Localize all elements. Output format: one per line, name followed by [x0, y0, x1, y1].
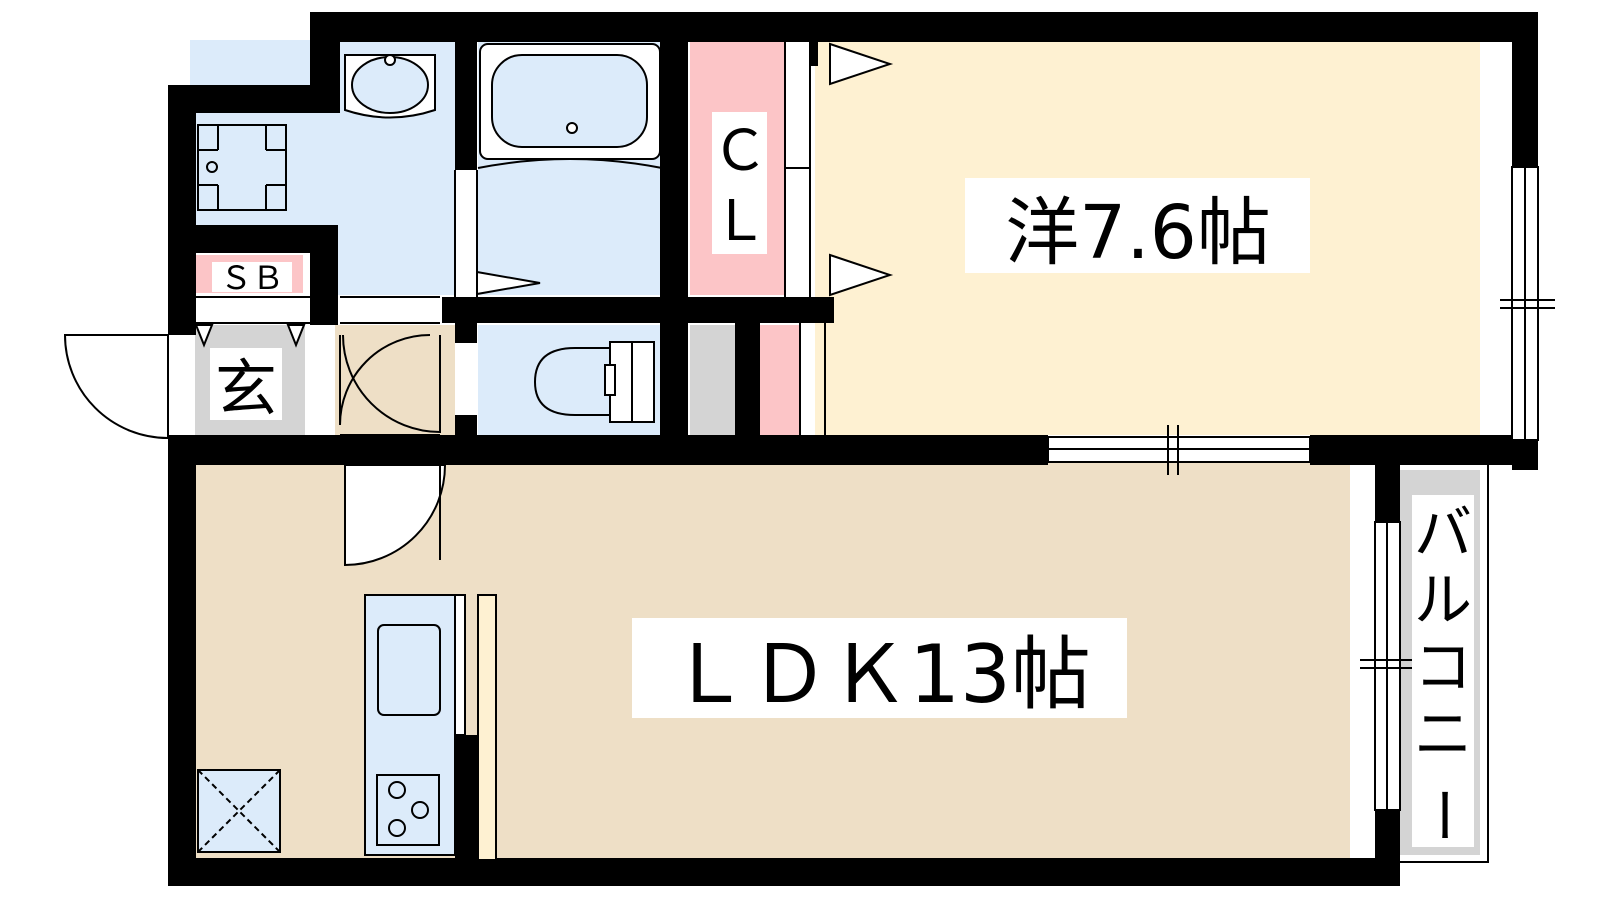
door-shoe-box	[194, 324, 306, 348]
door-entrance	[63, 334, 169, 440]
label-shoe-box: ＳＢ	[220, 259, 284, 297]
toilet-fixture	[533, 341, 655, 423]
washbasin-fixture	[344, 54, 436, 119]
bathtub-fixture	[477, 43, 663, 169]
window-western-bottom	[1047, 425, 1311, 475]
label-balcony: バ ル コ ニ ー	[1409, 499, 1477, 844]
kitchen-counter-fixture	[364, 594, 497, 861]
door-hall	[339, 334, 441, 434]
label-balcony-char: ニ	[1414, 700, 1472, 768]
refrigerator-space	[197, 769, 281, 853]
door-ldk	[344, 464, 447, 567]
door-bath-folding	[476, 270, 541, 296]
pipe-space-floor	[690, 325, 735, 440]
closet-small-floor	[760, 325, 800, 440]
window-western-right	[1500, 166, 1555, 441]
label-balcony-char: ー	[1409, 786, 1477, 844]
walls	[168, 12, 1538, 886]
label-entrance: 玄	[215, 352, 277, 425]
label-bg-balcony	[1412, 495, 1474, 847]
label-balcony-char: ル	[1414, 566, 1472, 634]
label-bg-entrance	[210, 348, 282, 420]
window-ldk-balcony	[1360, 521, 1412, 811]
door-closet-folding	[829, 42, 894, 297]
label-bg-ldk	[632, 618, 1127, 718]
washroom-lower-floor	[335, 225, 455, 295]
label-closet-c: Ｃ	[712, 119, 768, 184]
label-closet-l: Ｌ	[712, 189, 768, 254]
label-balcony-char: バ	[1414, 499, 1472, 567]
label-western: 洋7.6帖	[1005, 190, 1271, 276]
label-bg-western	[965, 178, 1310, 273]
washing-machine-fixture	[197, 124, 287, 211]
label-bg-shoe-box	[212, 262, 292, 292]
label-ldk: ＬＤＫ13帖	[669, 628, 1091, 721]
label-bg-closet	[712, 112, 767, 254]
label-balcony-char: コ	[1414, 633, 1472, 701]
